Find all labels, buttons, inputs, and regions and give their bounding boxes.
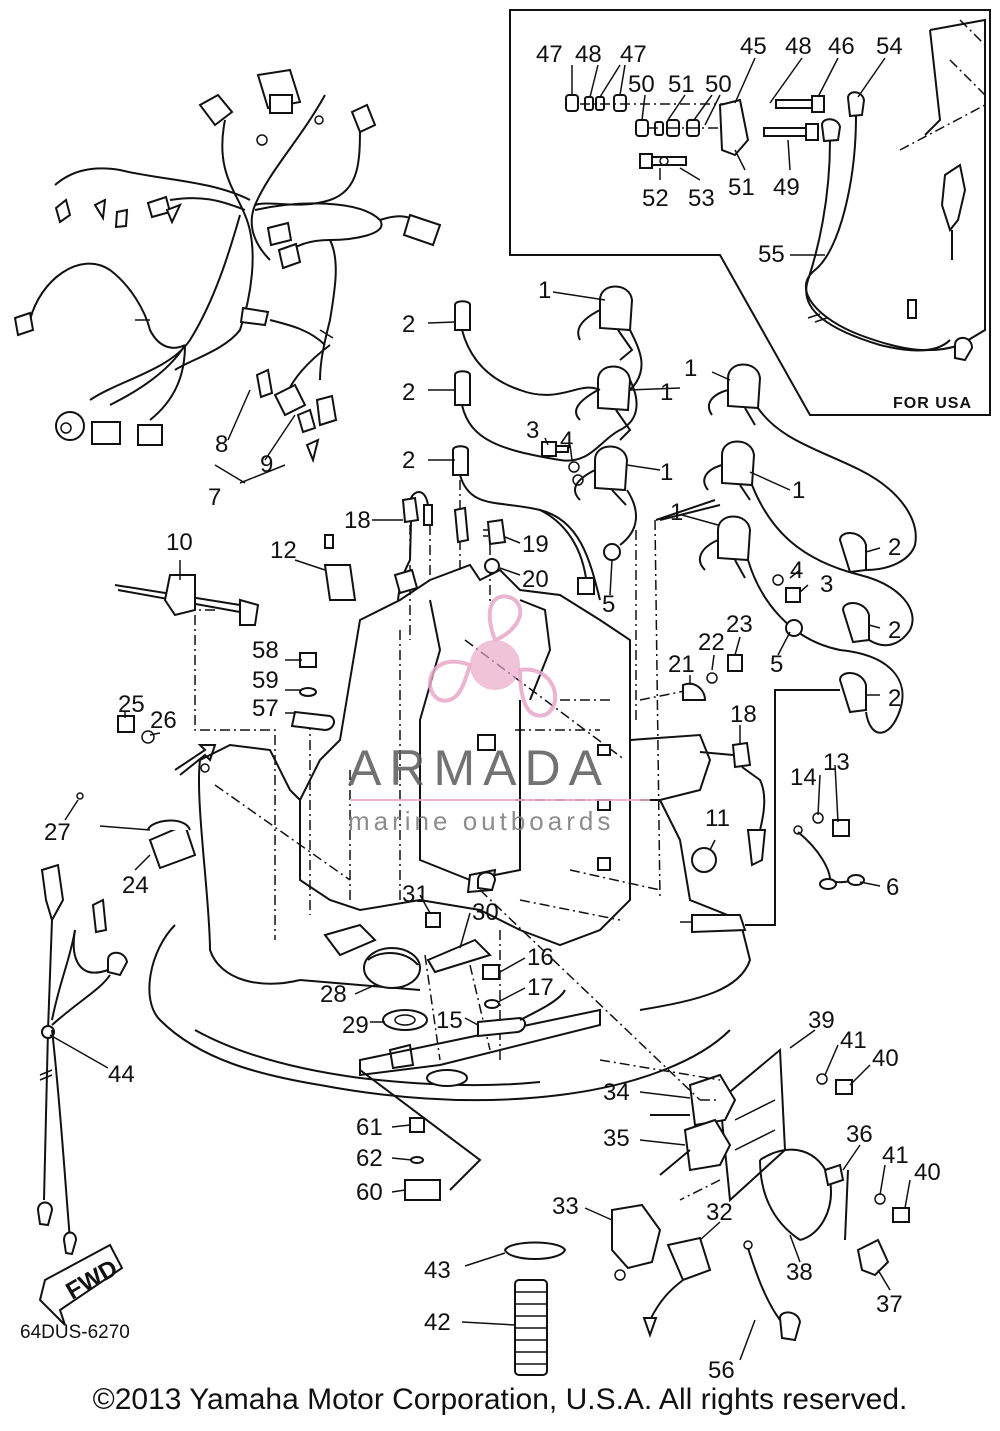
callout-50: 50 [705, 71, 732, 98]
copyright-footer: ©2013 Yamaha Motor Corporation, U.S.A. A… [92, 1383, 908, 1416]
callout-1: 1 [538, 277, 551, 304]
callout-15: 15 [436, 1007, 463, 1034]
ignition-coils [452, 285, 917, 926]
fwd-arrow: FWD [38, 1243, 124, 1326]
callout-24: 24 [122, 872, 149, 899]
callout-19: 19 [522, 531, 549, 558]
callout-41: 41 [840, 1027, 867, 1054]
callout-2: 2 [402, 311, 415, 338]
callout-44: 44 [108, 1061, 135, 1088]
callout-3: 3 [820, 571, 833, 598]
callout-55: 55 [758, 241, 785, 268]
callout-35: 35 [603, 1125, 630, 1152]
callout-31: 31 [402, 881, 429, 908]
callout-18: 18 [730, 701, 757, 728]
callout-29: 29 [342, 1012, 369, 1039]
callout-38: 38 [786, 1259, 813, 1286]
callout-16: 16 [527, 944, 554, 971]
callout-18: 18 [344, 507, 371, 534]
callout-54: 54 [876, 33, 903, 60]
callout-47: 47 [620, 41, 647, 68]
callout-52: 52 [642, 185, 669, 212]
callout-57: 57 [252, 695, 279, 722]
callout-12: 12 [270, 537, 297, 564]
callout-20: 20 [522, 566, 549, 593]
callout-3: 3 [526, 417, 539, 444]
callout-9: 9 [260, 451, 273, 478]
callout-32: 32 [706, 1199, 733, 1226]
callout-26: 26 [150, 707, 177, 734]
watermark-tagline: marine outboards [348, 806, 614, 836]
callout-2: 2 [402, 379, 415, 406]
callout-25: 25 [118, 691, 145, 718]
callout-30: 30 [472, 899, 499, 926]
callout-1: 1 [684, 355, 697, 382]
callout-2: 2 [888, 534, 901, 561]
usa-inset: FOR USA [509, 9, 991, 416]
callout-11: 11 [705, 805, 730, 832]
watermark-brand: ARMADA [348, 740, 610, 796]
callout-61: 61 [356, 1114, 383, 1141]
callout-21: 21 [668, 651, 695, 678]
callout-10: 10 [166, 529, 193, 556]
callout-39: 39 [808, 1007, 835, 1034]
callout-48: 48 [575, 41, 602, 68]
callout-43: 43 [424, 1257, 451, 1284]
callout-53: 53 [688, 185, 715, 212]
callout-41: 41 [882, 1142, 909, 1169]
callout-47: 47 [536, 41, 563, 68]
callout-48: 48 [785, 33, 812, 60]
callout-60: 60 [356, 1179, 383, 1206]
callout-17: 17 [527, 974, 554, 1001]
callout-2: 2 [888, 685, 901, 712]
callout-51: 51 [728, 174, 755, 201]
callout-2: 2 [888, 617, 901, 644]
callout-34: 34 [603, 1079, 630, 1106]
callout-51: 51 [668, 71, 695, 98]
callout-8: 8 [215, 431, 228, 458]
callout-46: 46 [828, 33, 855, 60]
callout-1: 1 [660, 459, 673, 486]
callout-49: 49 [773, 174, 800, 201]
inset-note: FOR USA [893, 395, 972, 412]
callout-7: 7 [208, 484, 221, 511]
callout-5: 5 [770, 651, 783, 678]
callout-58: 58 [252, 637, 279, 664]
callout-23: 23 [726, 611, 753, 638]
callout-42: 42 [424, 1309, 451, 1336]
engine-block [148, 480, 752, 1102]
callout-28: 28 [320, 981, 347, 1008]
armada-watermark: ARMADA marine outboards [348, 594, 650, 836]
callout-22: 22 [698, 629, 725, 656]
callout-13: 13 [823, 749, 850, 776]
callouts: 47 48 47 45 48 46 54 50 51 50 52 53 51 4… [44, 33, 941, 1384]
callout-4: 4 [790, 557, 803, 584]
callout-45: 45 [740, 33, 767, 60]
callout-6: 6 [886, 874, 899, 901]
fwd-label: FWD [62, 1254, 123, 1305]
callout-4: 4 [560, 427, 573, 454]
callout-37: 37 [876, 1291, 903, 1318]
callout-40: 40 [872, 1045, 899, 1072]
callout-2: 2 [402, 447, 415, 474]
diagram-code: 64DUS-6270 [20, 1322, 130, 1343]
callout-1: 1 [670, 499, 683, 526]
wire-harness [13, 68, 442, 464]
callout-5: 5 [602, 591, 615, 618]
callout-59: 59 [252, 667, 279, 694]
callout-1: 1 [792, 477, 805, 504]
callout-14: 14 [790, 764, 817, 791]
small-parts [36, 441, 910, 1376]
callout-27: 27 [44, 819, 71, 846]
callout-56: 56 [708, 1357, 735, 1384]
callout-36: 36 [846, 1121, 873, 1148]
callout-40: 40 [914, 1159, 941, 1186]
leader-lines [49, 57, 911, 1361]
callout-1: 1 [660, 379, 673, 406]
callout-50: 50 [628, 71, 655, 98]
callout-62: 62 [356, 1145, 383, 1172]
callout-33: 33 [552, 1193, 579, 1220]
